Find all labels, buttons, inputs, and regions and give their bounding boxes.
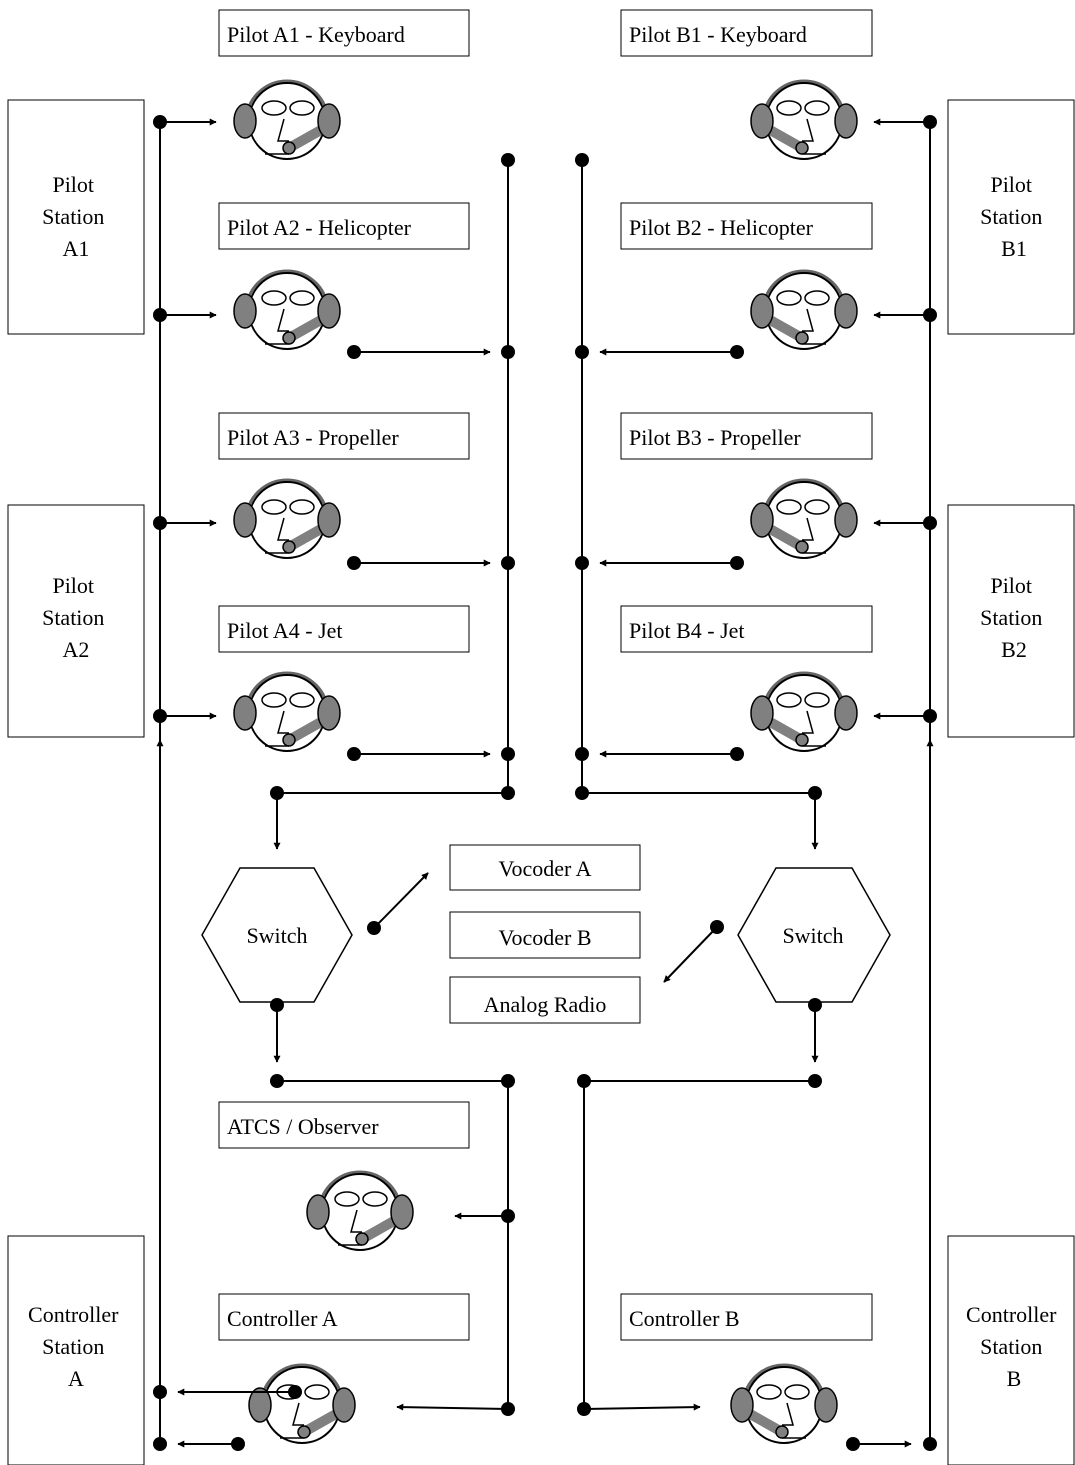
headset-pilot-b1-icon xyxy=(751,81,857,159)
controller-station-b: Controller Station B xyxy=(947,1235,1075,1465)
role-label-pilot-b3: Pilot B3 - Propeller xyxy=(620,412,873,460)
svg-text:ATCS / Observer: ATCS / Observer xyxy=(227,1114,379,1139)
switch-a: Switch xyxy=(201,867,353,1003)
svg-text:Analog Radio: Analog Radio xyxy=(484,992,607,1017)
pilot-station-a1-label: Pilot Station A1 xyxy=(42,172,110,261)
headset-pilot-a2-icon xyxy=(234,271,340,349)
headset-pilot-b4-icon xyxy=(751,673,857,751)
svg-text:Switch: Switch xyxy=(782,923,843,948)
role-label-pilot-a3: Pilot A3 - Propeller xyxy=(218,412,470,460)
pilot-station-a1: Pilot Station A1 xyxy=(7,99,145,335)
headset-pilot-a1-icon xyxy=(234,81,340,159)
svg-text:Vocoder A: Vocoder A xyxy=(498,856,591,881)
vocoder-b-box: Vocoder B xyxy=(449,911,641,959)
controller-station-b-label: Controller Station B xyxy=(966,1302,1062,1391)
svg-text:Pilot A3 - Propeller: Pilot A3 - Propeller xyxy=(227,425,399,450)
svg-text:Controller A: Controller A xyxy=(227,1306,338,1331)
svg-text:Pilot A2 - Helicopter: Pilot A2 - Helicopter xyxy=(227,215,412,240)
svg-text:Controller B: Controller B xyxy=(629,1306,740,1331)
controller-station-a-label: Controller Station A xyxy=(28,1302,124,1391)
connectors xyxy=(156,118,934,1448)
vocoder-a-box: Vocoder A xyxy=(449,844,641,891)
role-label-pilot-a2: Pilot A2 - Helicopter xyxy=(218,202,470,250)
headset-atcs-icon xyxy=(307,1172,413,1250)
pilot-station-b2: Pilot Station B2 xyxy=(947,504,1075,738)
svg-text:Vocoder B: Vocoder B xyxy=(498,925,591,950)
junction-dots xyxy=(153,115,937,1451)
svg-text:Pilot B4 - Jet: Pilot B4 - Jet xyxy=(629,618,745,643)
svg-text:Pilot A4 - Jet: Pilot A4 - Jet xyxy=(227,618,343,643)
pilot-station-b1-label: Pilot Station B1 xyxy=(980,172,1048,261)
role-label-controller-a: Controller A xyxy=(218,1293,470,1341)
pilot-station-a2: Pilot Station A2 xyxy=(7,504,145,738)
role-label-pilot-a4: Pilot A4 - Jet xyxy=(218,605,470,653)
svg-text:Pilot B1 - Keyboard: Pilot B1 - Keyboard xyxy=(629,22,807,47)
role-label-pilot-b2: Pilot B2 - Helicopter xyxy=(620,202,873,250)
role-label-pilot-b4: Pilot B4 - Jet xyxy=(620,605,873,653)
svg-text:Pilot A1 - Keyboard: Pilot A1 - Keyboard xyxy=(227,22,405,47)
role-label-pilot-b1: Pilot B1 - Keyboard xyxy=(620,9,873,57)
svg-text:Switch: Switch xyxy=(246,923,307,948)
headset-pilot-a3-icon xyxy=(234,480,340,558)
headset-pilot-b2-icon xyxy=(751,271,857,349)
headset-pilot-b3-icon xyxy=(751,480,857,558)
role-label-controller-b: Controller B xyxy=(620,1293,873,1341)
pilot-station-b1: Pilot Station B1 xyxy=(947,99,1075,335)
svg-text:Pilot B3 - Propeller: Pilot B3 - Propeller xyxy=(629,425,801,450)
switch-b: Switch xyxy=(737,867,891,1003)
analog-radio-box: Analog Radio xyxy=(449,976,641,1024)
pilot-station-a2-label: Pilot Station A2 xyxy=(42,573,110,662)
pilot-station-b2-label: Pilot Station B2 xyxy=(980,573,1048,662)
role-label-atcs: ATCS / Observer xyxy=(218,1101,470,1149)
headset-pilot-a4-icon xyxy=(234,673,340,751)
svg-text:Pilot B2 - Helicopter: Pilot B2 - Helicopter xyxy=(629,215,814,240)
headset-controller-b-icon xyxy=(731,1365,837,1443)
controller-station-a: Controller Station A xyxy=(7,1235,145,1465)
headset-controller-a-icon xyxy=(249,1365,355,1443)
role-label-pilot-a1: Pilot A1 - Keyboard xyxy=(218,9,470,57)
